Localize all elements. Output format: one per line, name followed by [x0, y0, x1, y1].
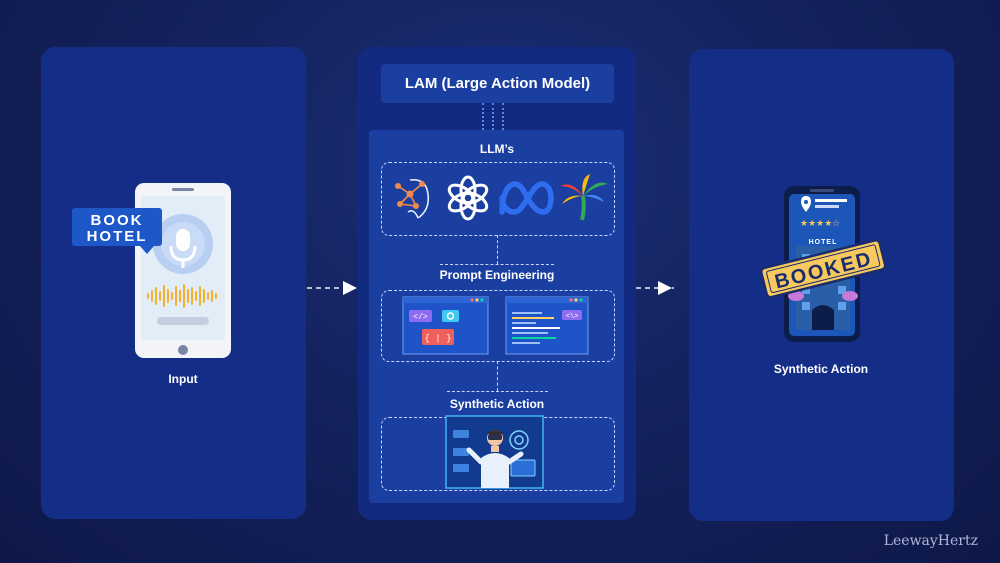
gear-tile [442, 310, 459, 322]
palm-icon [560, 174, 608, 221]
booked-hotel-illustration: ★★★★☆ HOTEL BOOKED [759, 186, 887, 342]
vr-person [466, 430, 524, 488]
arrow-head-icon [658, 281, 672, 295]
output-caption: Synthetic Action [773, 362, 869, 376]
openai-icon [447, 175, 489, 221]
lam-title: LAM (Large Action Model) [381, 64, 614, 103]
phone-with-mic-illustration: BOOK HOTEL [72, 183, 231, 358]
hotel-door [812, 305, 834, 330]
prompt-label-line [440, 264, 554, 265]
vr-headset-icon [488, 434, 502, 440]
synthetic-action-inner-label: Synthetic Action [449, 397, 545, 411]
input-caption: Input [168, 372, 198, 386]
code-tag-1: </> [413, 313, 428, 322]
llms-label: LLM’s [479, 142, 515, 156]
llms-box [381, 162, 615, 236]
input-bar [157, 317, 209, 325]
book-hotel-badge: BOOK HOTEL [72, 208, 162, 254]
flow-arrow-2 [636, 281, 674, 295]
connector-dotted-3 [502, 103, 504, 130]
neural-brain-icon [395, 178, 430, 219]
gear-icon [446, 312, 455, 320]
badge-line-2: HOTEL [87, 228, 148, 245]
code-tag-2: { | } [424, 334, 451, 344]
connector-prompt-synthetic [497, 361, 498, 391]
synthetic-label-line [447, 391, 548, 392]
brand-watermark: LeewayHertz [883, 533, 978, 549]
hotel-sign: HOTEL [809, 239, 838, 246]
home-button [178, 345, 188, 355]
code-tag-3: <\> [566, 313, 579, 321]
prompt-engineering-label: Prompt Engineering [439, 268, 555, 282]
hud-circle-icon [509, 430, 529, 450]
location-pin-icon [801, 196, 811, 212]
connector-dotted-1 [482, 103, 484, 130]
audio-waveform-icon [147, 284, 217, 308]
llm-icons-row [395, 174, 608, 221]
arrow-head-icon [343, 281, 357, 295]
connector-llm-prompt [497, 235, 498, 264]
code-editor-window-1: </> { | } [402, 296, 489, 355]
rating-stars: ★★★★☆ [800, 219, 840, 229]
code-editor-window-2: <\> [505, 296, 589, 355]
vr-operator-illustration [445, 415, 544, 489]
prompt-engineering-box [381, 290, 615, 362]
connector-dotted-2 [492, 103, 494, 130]
microphone-icon [169, 229, 197, 268]
flow-arrow-1 [307, 281, 357, 295]
meta-icon [499, 181, 554, 215]
badge-line-1: BOOK [91, 212, 144, 229]
code-editors-illustration: </> { | } <\> [402, 296, 589, 355]
